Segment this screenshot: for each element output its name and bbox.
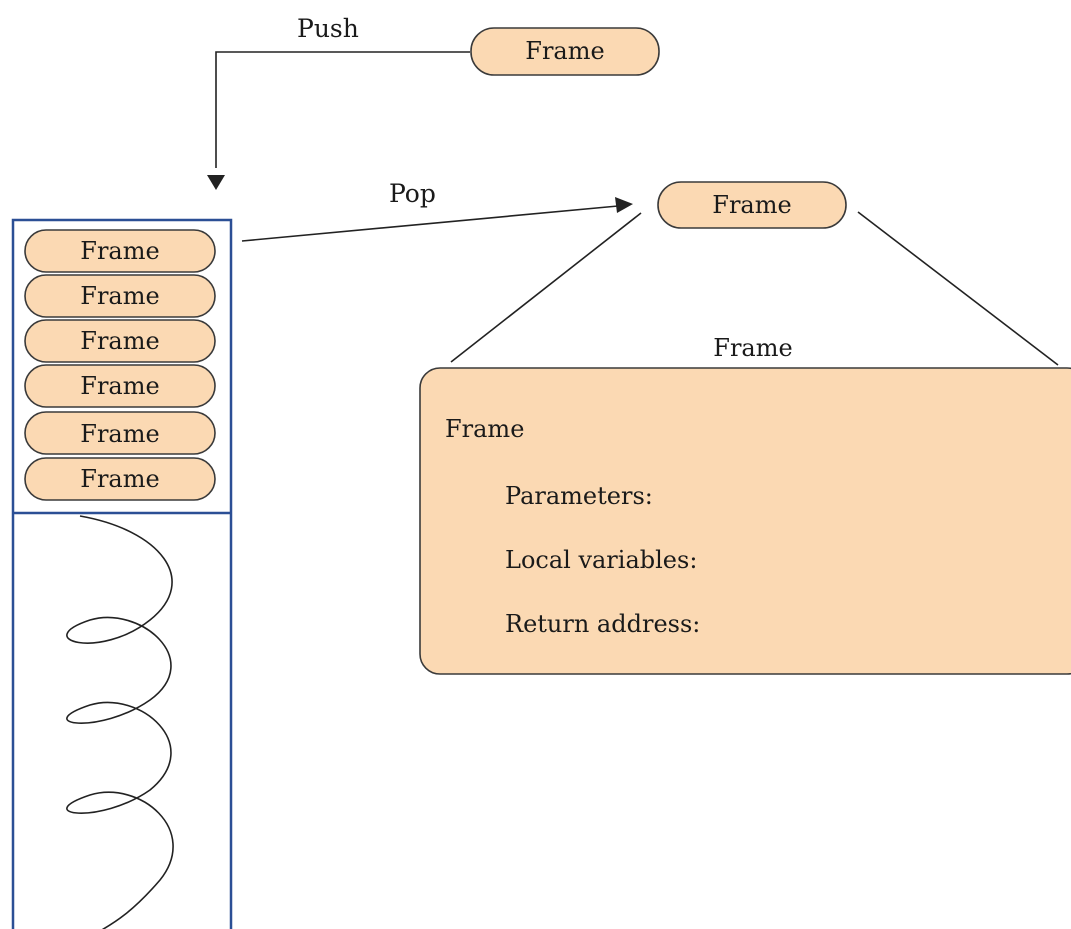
push-arrow xyxy=(215,51,470,168)
popped-frame-shape xyxy=(657,181,847,229)
stack-frame-shape xyxy=(24,274,216,318)
stack-container xyxy=(11,218,233,929)
detail-frame-box xyxy=(419,367,1071,675)
push-arrowhead xyxy=(207,175,225,190)
stack-frame-label: Frame xyxy=(80,372,159,400)
stack-frame-shape xyxy=(24,229,216,273)
spring-icon xyxy=(66,515,174,929)
pop-arrow xyxy=(241,205,619,242)
stack-frame-shape xyxy=(24,319,216,363)
pushed-frame-shape xyxy=(470,27,660,76)
detail-field-return-address: Return address: xyxy=(505,610,700,638)
stack-frame-label: Frame xyxy=(80,282,159,310)
stack-frame-shape xyxy=(24,364,216,408)
stack-frame: Frame xyxy=(24,411,216,455)
stack-frame-label: Frame xyxy=(80,465,159,493)
popped-frame: Frame xyxy=(657,181,847,229)
pushed-frame-label: Frame xyxy=(525,37,604,65)
detail-caption: Frame xyxy=(713,334,792,362)
stack-frame: Frame xyxy=(24,274,216,318)
zoom-line-left xyxy=(450,212,642,363)
detail-heading: Frame xyxy=(445,415,524,443)
stack-frame-shape xyxy=(24,457,216,501)
pop-arrowhead xyxy=(615,197,633,213)
detail-field-local-variables: Local variables: xyxy=(505,546,697,574)
popped-frame-label: Frame xyxy=(712,191,791,219)
stack-frame-shape xyxy=(24,411,216,455)
stack-frame-label: Frame xyxy=(80,327,159,355)
stack-frame: Frame xyxy=(24,364,216,408)
zoom-line-right xyxy=(857,211,1059,366)
stack-frame: Frame xyxy=(24,457,216,501)
stack-frame-label: Frame xyxy=(80,420,159,448)
pushed-frame: Frame xyxy=(470,27,660,76)
stack-frame: Frame xyxy=(24,229,216,273)
push-label: Push xyxy=(297,14,359,43)
stack-frame-label: Frame xyxy=(80,237,159,265)
stack-frame: Frame xyxy=(24,319,216,363)
detail-field-parameters: Parameters: xyxy=(505,482,653,510)
pop-label: Pop xyxy=(389,179,436,208)
